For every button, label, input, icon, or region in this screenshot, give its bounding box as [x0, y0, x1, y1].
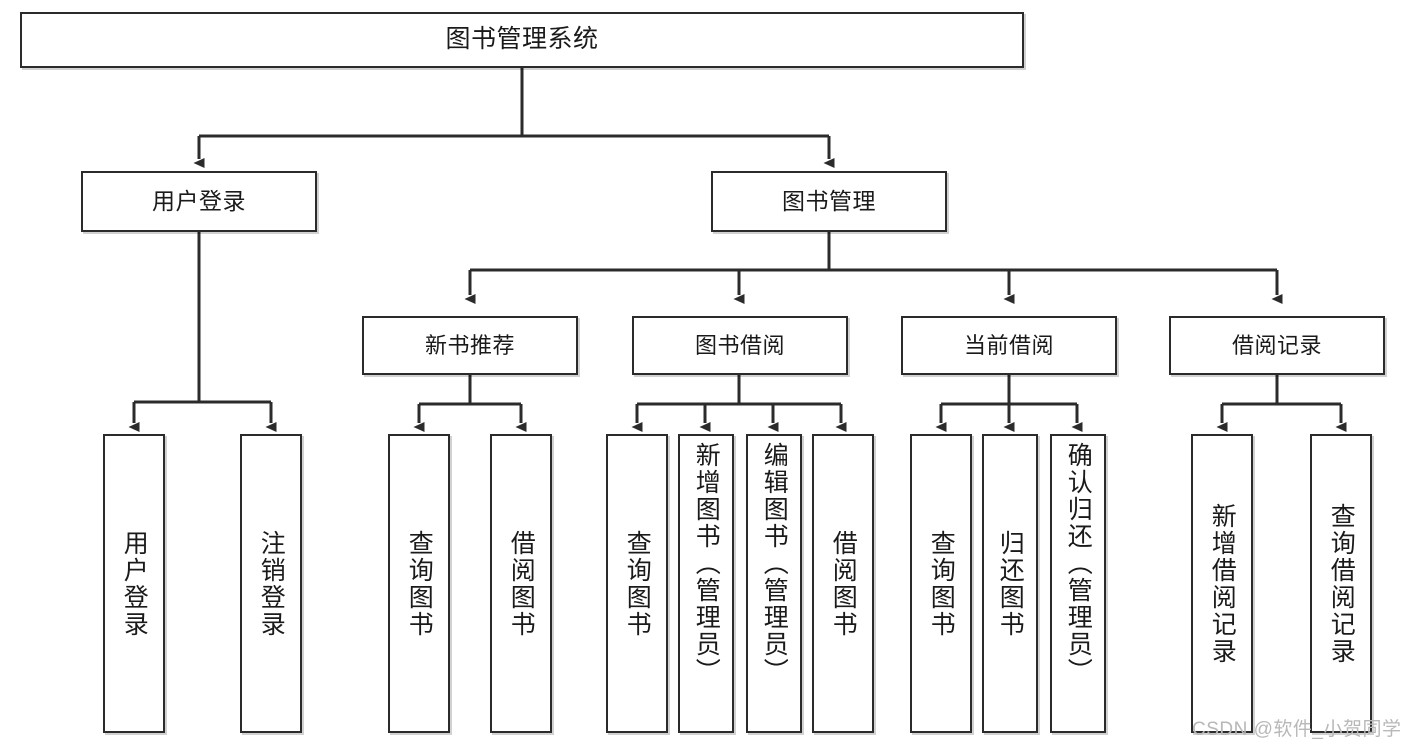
- node-label: 查询图书: [623, 529, 652, 638]
- leaf-add-book-admin[interactable]: 新增图书（管理员）: [678, 434, 734, 733]
- leaf-query-book-current[interactable]: 查询图书: [910, 434, 972, 733]
- node-label: 查询图书: [405, 529, 434, 638]
- leaf-logout[interactable]: 注销登录: [240, 434, 302, 733]
- node-new-book-recommend[interactable]: 新书推荐: [362, 316, 578, 375]
- node-label: 借阅图书: [829, 529, 858, 638]
- leaf-query-book-borrow[interactable]: 查询图书: [606, 434, 668, 733]
- node-label: 新增图书（管理员）: [692, 442, 721, 685]
- leaf-return-book[interactable]: 归还图书: [982, 434, 1038, 733]
- node-user-login[interactable]: 用户登录: [81, 171, 317, 232]
- node-label: 确认归还（管理员）: [1064, 442, 1093, 685]
- leaf-borrow-book[interactable]: 借阅图书: [812, 434, 874, 733]
- node-label: 注销登录: [257, 529, 286, 638]
- leaf-user-login[interactable]: 用户登录: [103, 434, 165, 733]
- node-borrow-record[interactable]: 借阅记录: [1169, 316, 1385, 375]
- node-label: 查询图书: [927, 529, 956, 638]
- leaf-confirm-return-admin[interactable]: 确认归还（管理员）: [1050, 434, 1106, 733]
- node-root-system[interactable]: 图书管理系统: [20, 12, 1024, 68]
- node-label: 图书借阅: [694, 332, 785, 358]
- node-label: 新书推荐: [424, 332, 515, 358]
- node-label: 借阅图书: [507, 529, 536, 638]
- node-book-management[interactable]: 图书管理: [711, 171, 947, 232]
- node-label: 新增借阅记录: [1208, 502, 1237, 665]
- leaf-query-borrow-record[interactable]: 查询借阅记录: [1310, 434, 1372, 733]
- node-label: 图书管理系统: [445, 25, 599, 54]
- node-label: 归还图书: [996, 529, 1025, 638]
- node-label: 查询借阅记录: [1327, 502, 1356, 665]
- node-label: 用户登录: [120, 529, 149, 638]
- node-current-borrow[interactable]: 当前借阅: [901, 316, 1117, 375]
- node-label: 图书管理: [782, 187, 876, 214]
- leaf-query-book-recommend[interactable]: 查询图书: [388, 434, 450, 733]
- watermark-text: CSDN @软件_小贺同学: [1192, 719, 1402, 740]
- leaf-borrow-book-recommend[interactable]: 借阅图书: [490, 434, 552, 733]
- node-label: 当前借阅: [963, 332, 1054, 358]
- node-book-borrow[interactable]: 图书借阅: [632, 316, 848, 375]
- node-label: 借阅记录: [1231, 332, 1322, 358]
- leaf-add-borrow-record[interactable]: 新增借阅记录: [1191, 434, 1253, 733]
- node-label: 用户登录: [152, 187, 246, 214]
- node-label: 编辑图书（管理员）: [760, 442, 789, 685]
- leaf-edit-book-admin[interactable]: 编辑图书（管理员）: [746, 434, 802, 733]
